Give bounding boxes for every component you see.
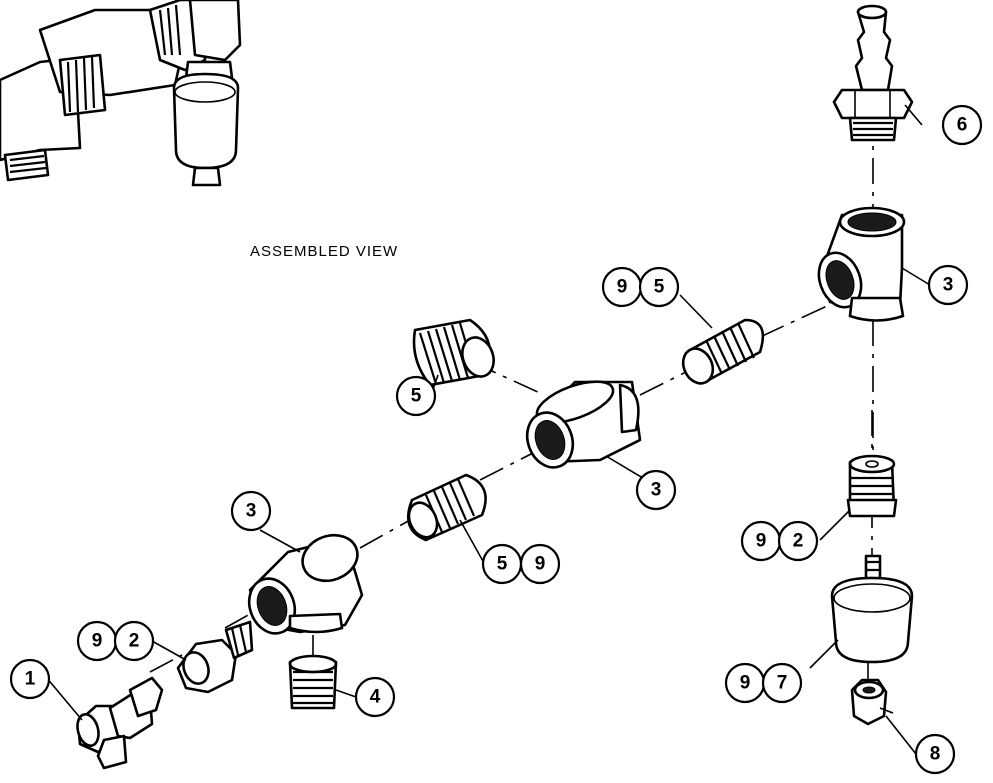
part-pipe-nipple-side xyxy=(412,318,495,387)
svg-text:5: 5 xyxy=(497,554,508,575)
svg-text:9: 9 xyxy=(740,673,751,694)
svg-text:5: 5 xyxy=(654,277,665,298)
part-hose-barb-fitting xyxy=(832,4,914,142)
callout-1: 1 xyxy=(9,658,51,700)
assembled-view-drawing xyxy=(0,0,242,187)
callout-8: 8 xyxy=(914,733,956,775)
svg-text:9: 9 xyxy=(92,631,103,652)
part-hex-nut xyxy=(850,678,888,726)
svg-text:1: 1 xyxy=(25,669,36,690)
part-pipe-nipple-upper xyxy=(681,318,765,385)
callout-6: 6 xyxy=(941,104,983,146)
svg-text:5: 5 xyxy=(411,386,422,407)
svg-text:9: 9 xyxy=(617,277,628,298)
svg-text:8: 8 xyxy=(930,744,941,765)
callout-9-2-right: 9 2 xyxy=(740,520,819,562)
callout-9-2-left: 9 2 xyxy=(76,620,155,662)
svg-text:3: 3 xyxy=(943,275,954,296)
svg-text:9: 9 xyxy=(535,554,546,575)
callout-5-side: 5 xyxy=(395,375,437,417)
svg-text:3: 3 xyxy=(651,480,662,501)
svg-text:6: 6 xyxy=(957,115,968,136)
part-hex-bushing-right xyxy=(846,454,898,518)
callout-leader-lines xyxy=(45,104,931,721)
part-pipe-tee-lower xyxy=(247,533,364,635)
svg-text:7: 7 xyxy=(777,673,788,694)
svg-text:4: 4 xyxy=(370,687,381,708)
callout-3-lower: 3 xyxy=(230,490,272,532)
svg-text:2: 2 xyxy=(129,631,140,652)
part-hex-bushing-left xyxy=(176,620,254,694)
part-filter-canister xyxy=(830,554,914,664)
part-pipe-tee-upper xyxy=(817,206,906,322)
svg-text:3: 3 xyxy=(246,501,257,522)
callout-3-middle: 3 xyxy=(635,469,677,511)
part-pipe-tee-middle xyxy=(525,380,642,469)
callout-3-top: 3 xyxy=(927,264,969,306)
callout-4: 4 xyxy=(354,676,396,718)
callout-9-5-top: 9 5 xyxy=(601,266,680,308)
part-pipe-nipple-lower xyxy=(407,473,487,542)
assembled-view-caption: ASSEMBLED VIEW xyxy=(250,243,399,260)
callout-9-7: 9 7 xyxy=(724,662,803,704)
callout-5-9: 5 9 xyxy=(481,543,561,585)
svg-text:9: 9 xyxy=(756,531,767,552)
part-compression-elbow xyxy=(76,676,164,770)
part-pipe-plug xyxy=(288,654,338,710)
svg-text:2: 2 xyxy=(793,531,804,552)
